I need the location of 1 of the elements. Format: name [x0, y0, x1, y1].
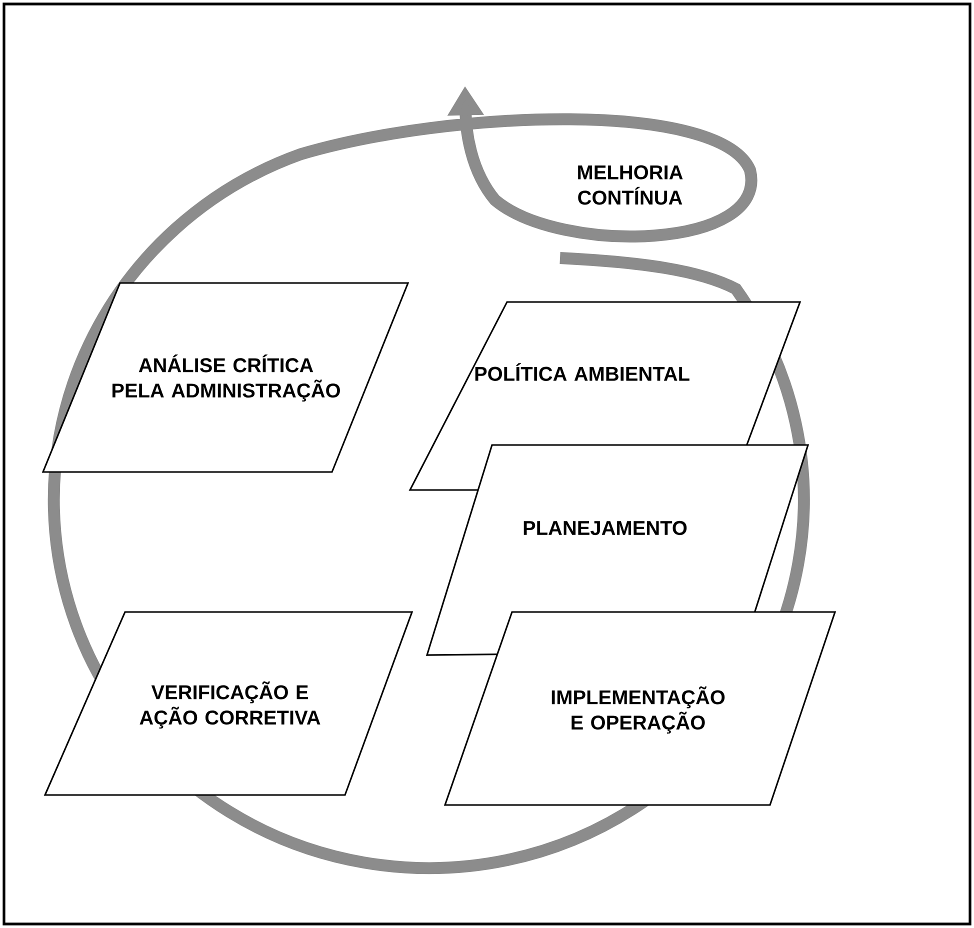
caption-text: MELHORIA CONTÍNUA — [578, 165, 683, 205]
